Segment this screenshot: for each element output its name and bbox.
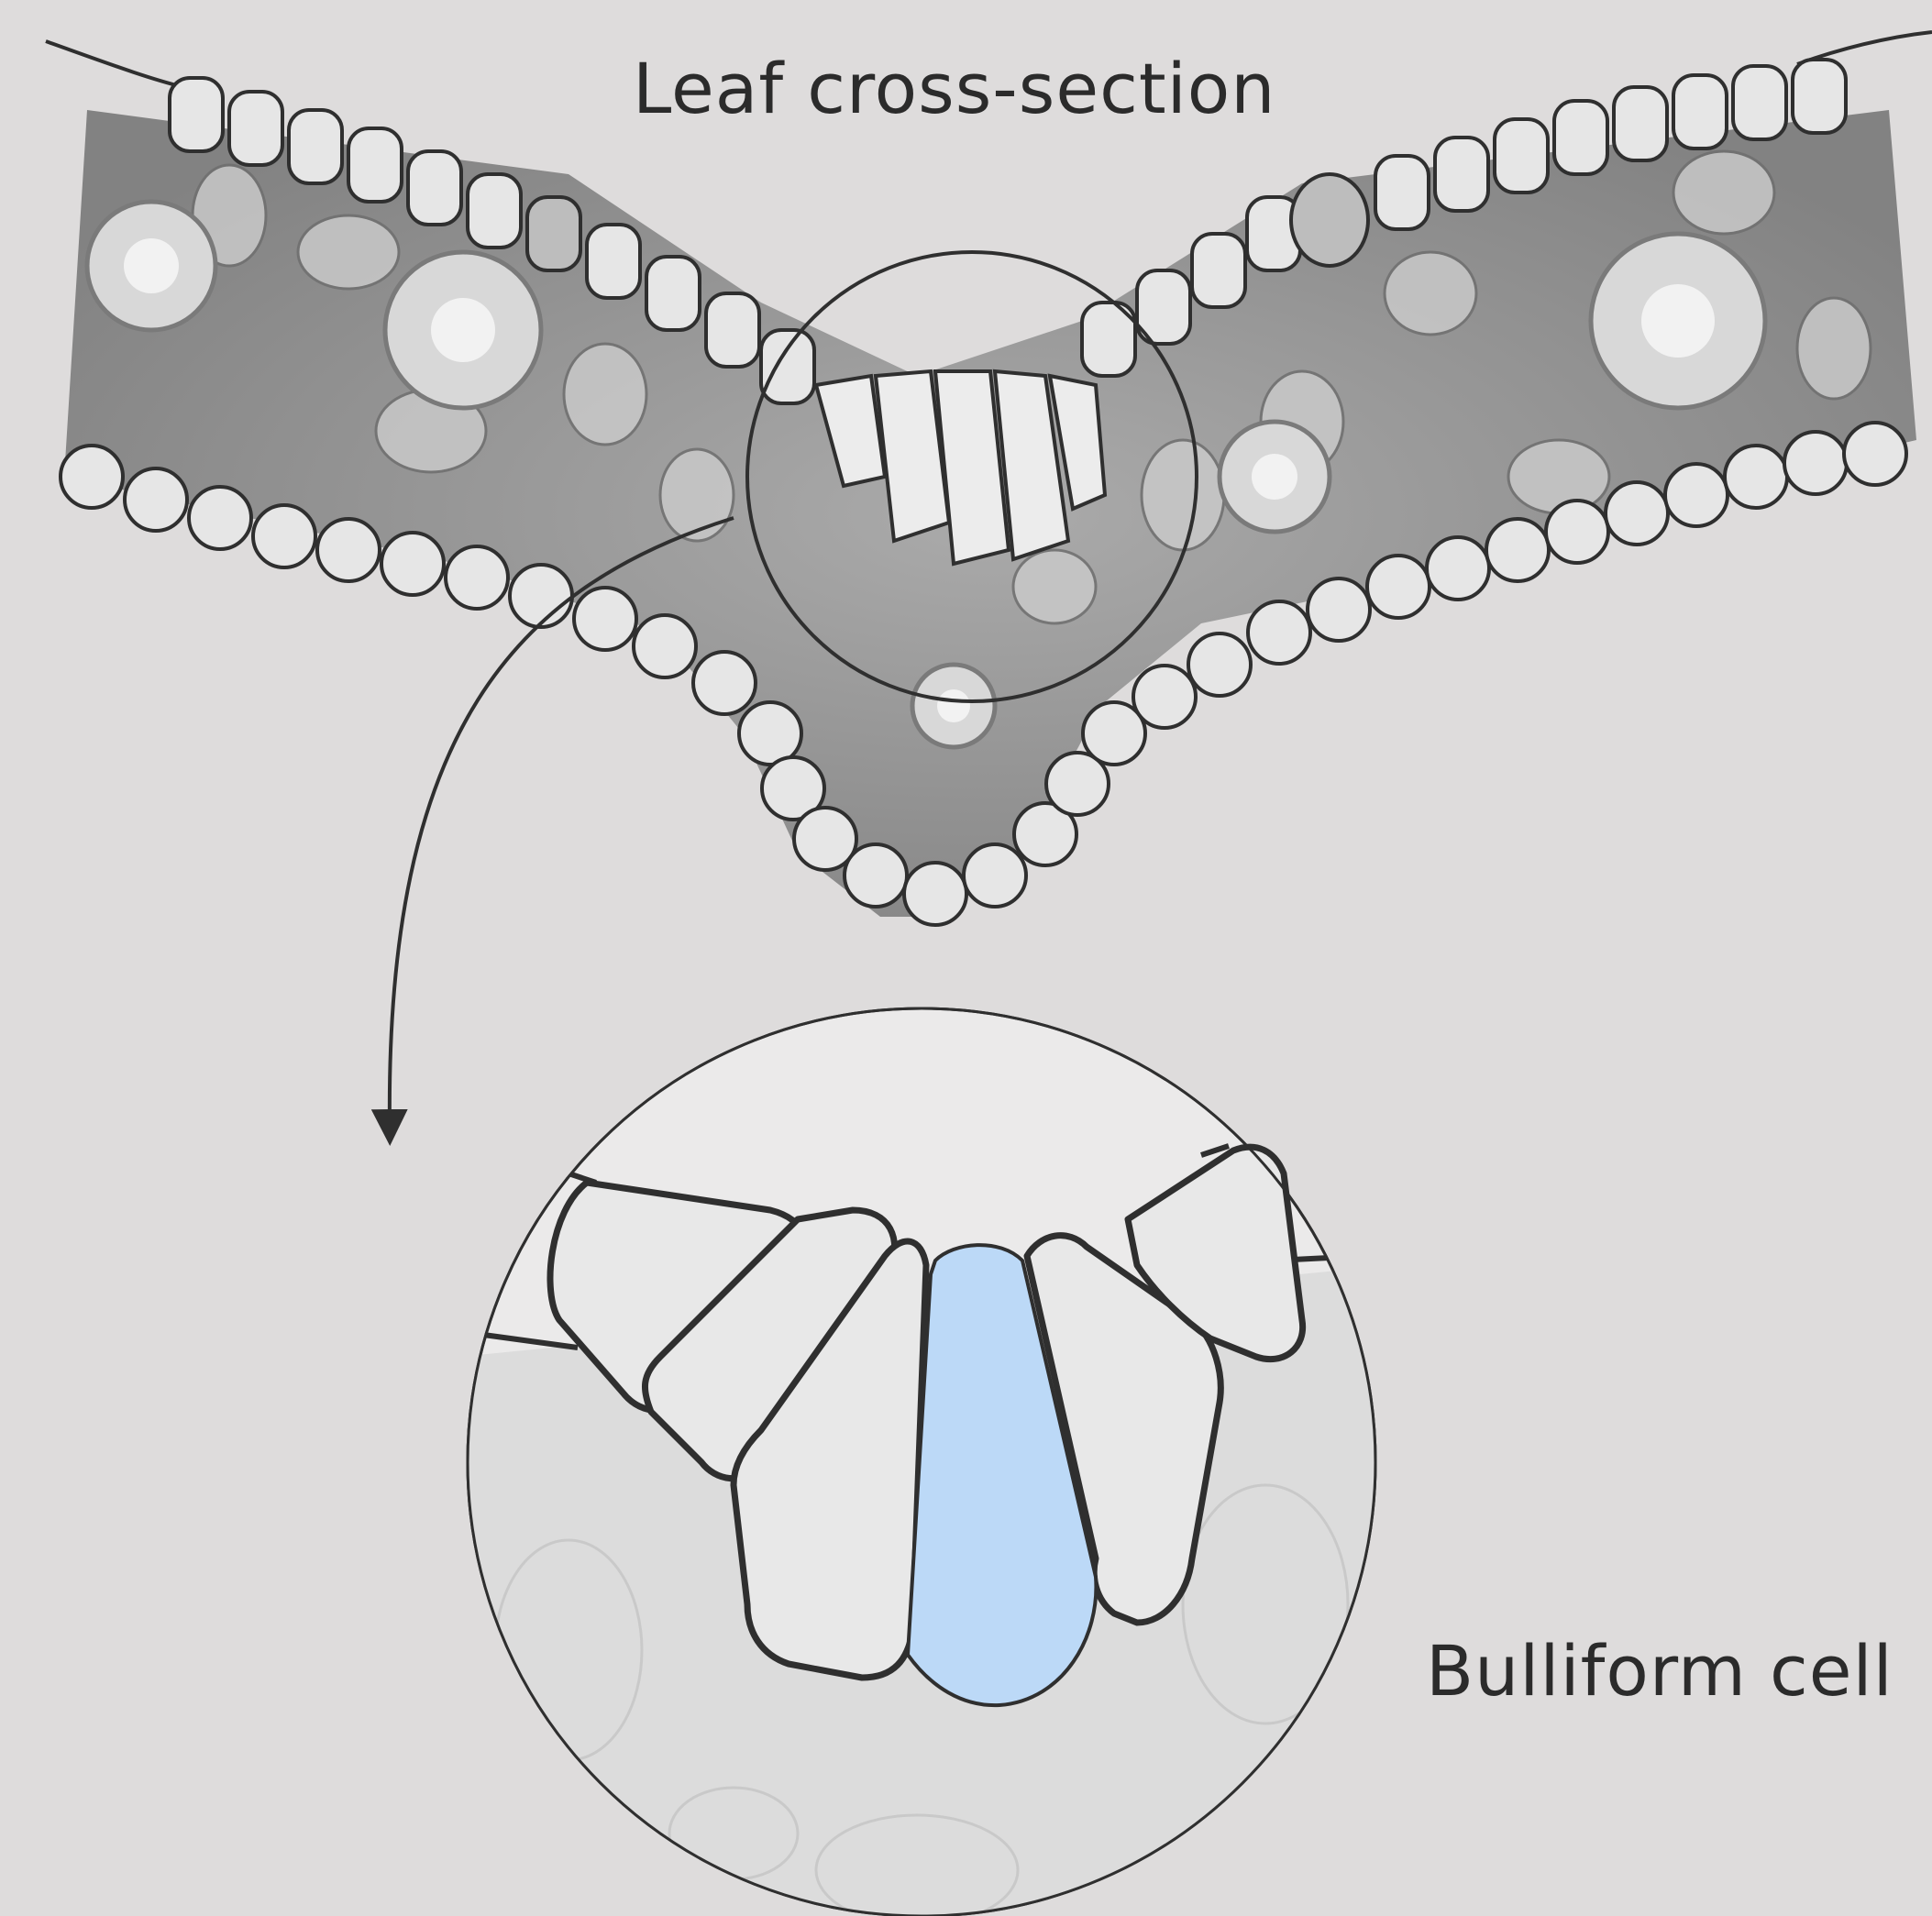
diagram-title: Leaf cross-section (633, 48, 1275, 129)
cuticle-line-left (46, 41, 183, 87)
magnified-view (458, 1008, 1394, 1916)
bulliform-cell-label: Bulliform cell (1426, 1630, 1893, 1712)
